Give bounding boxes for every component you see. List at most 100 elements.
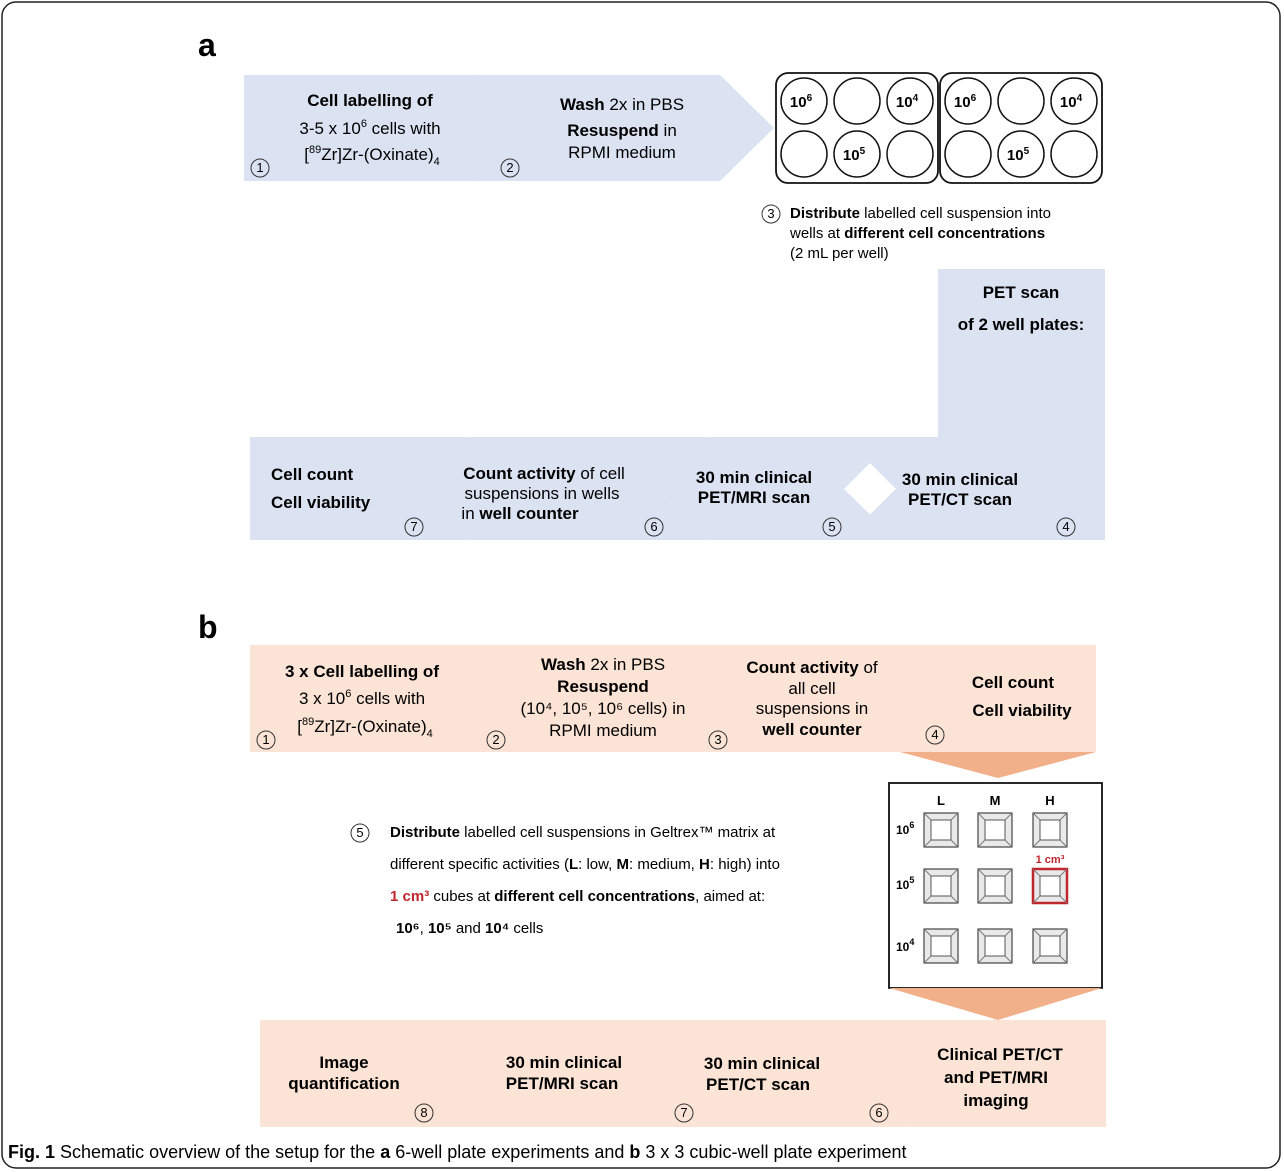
a-step4-line1: 30 min clinical — [902, 470, 1018, 489]
cube-cell-edge — [1059, 868, 1068, 877]
a-step7-number: 7 — [410, 519, 417, 534]
b-step1-line3: [89Zr]Zr-(Oxinate)4 — [297, 716, 433, 740]
cube-cell-edge — [923, 928, 932, 937]
well-label-1e5: 105 — [843, 146, 866, 164]
cube-cell-edge — [1004, 955, 1013, 964]
b-step1-number-circle — [256, 730, 276, 750]
a-step2-line3: RPMI medium — [568, 143, 676, 162]
b-step3-line1: Count activity of — [746, 658, 878, 677]
a-step2-line2: Resuspend in — [567, 121, 677, 140]
cube-cell-inner — [930, 819, 952, 841]
cube-cell-edge — [950, 895, 959, 904]
b-step4-number: 4 — [931, 727, 938, 742]
a-step3-number: 3 — [767, 206, 774, 221]
a-step4-number: 4 — [1062, 519, 1069, 534]
cube-cell-edge — [977, 868, 986, 877]
cube-cell-edge — [1004, 928, 1013, 937]
b-step2-number: 2 — [492, 732, 499, 747]
cube-cell-edge — [1032, 928, 1041, 937]
a-step6-line1: Count activity of cell — [463, 464, 625, 483]
a-step5-line1: 30 min clinical — [696, 468, 812, 487]
cube-cell-inner — [1039, 875, 1061, 897]
a-step7-line2: Cell viability — [271, 493, 371, 512]
a-step2-number: 2 — [506, 160, 513, 175]
grid-row-1e6: 106 — [896, 820, 914, 837]
a-step2-number-circle — [500, 158, 520, 178]
cube-cell-edge — [1032, 812, 1041, 821]
b-step3-line3: suspensions in — [756, 699, 868, 718]
a-step1-number: 1 — [256, 160, 263, 175]
a-step3-line1: Distribute labelled cell suspension into — [790, 205, 1051, 222]
cube-cell-edge — [950, 868, 959, 877]
cube-cell-edge — [1059, 895, 1068, 904]
grid-col-H: H — [1045, 793, 1054, 808]
b-step8-number-circle — [414, 1103, 434, 1123]
b-step7-arrow — [440, 1020, 690, 1127]
a-step6-line3: in well counter — [461, 504, 579, 523]
cube-cell-edge — [923, 839, 932, 848]
well-plate-right: 106 104 105 — [939, 72, 1103, 184]
cube-cell-edge — [923, 812, 932, 821]
a-step1-number-circle — [250, 158, 270, 178]
b-step5-number: 5 — [356, 825, 363, 840]
b-step1-line1: 3 x Cell labelling of — [285, 662, 439, 681]
a-step6-number-circle — [644, 517, 664, 537]
a-step6-arrow — [420, 437, 710, 540]
a-step4-line2: PET/CT scan — [908, 490, 1012, 509]
a-pet-header-line1: PET scan — [983, 283, 1060, 302]
a-step1-line2: 3-5 x 106 cells with — [299, 118, 440, 138]
cube-cell-inner — [984, 935, 1006, 957]
cube-cell-inner — [984, 875, 1006, 897]
b-step6-line2: PET/CT scan — [706, 1075, 810, 1094]
panel-a-label: a — [198, 27, 216, 63]
grid-row-1e5: 105 — [896, 875, 914, 892]
a-step5-arrow — [658, 437, 896, 540]
b-step8-number: 8 — [420, 1105, 427, 1120]
b-step6-arrow — [640, 1020, 910, 1127]
a-step2-arrow — [472, 75, 774, 181]
cube-cell-edge — [1004, 812, 1013, 821]
b-step3-number-circle — [708, 730, 728, 750]
a-step3-line3: (2 mL per well) — [790, 245, 889, 262]
cube-cell-edge — [950, 955, 959, 964]
a-step6-number: 6 — [650, 519, 657, 534]
b-step7-line2: PET/MRI scan — [506, 1074, 618, 1093]
b-step6-number: 6 — [875, 1105, 882, 1120]
cube-cell-edge — [1004, 895, 1013, 904]
cube-cell-edge — [977, 812, 986, 821]
b-step1-number: 1 — [262, 732, 269, 747]
a-pet-header-line2: of 2 well plates: — [958, 315, 1085, 334]
a-step2-line1: Wash 2x in PBS — [560, 95, 684, 114]
b-step1-line2: 3 x 106 cells with — [299, 688, 425, 708]
b-step8-line1: Image — [319, 1053, 368, 1072]
cube-cell-edge — [950, 839, 959, 848]
b-step2-arrow — [462, 645, 744, 752]
b-step8-line2: quantification — [288, 1074, 399, 1093]
b-step4-line1: Cell count — [972, 673, 1055, 692]
a-step3-line2: wells at different cell concentrations — [789, 225, 1045, 242]
cube-cell-inner — [930, 935, 952, 957]
b-step3-number: 3 — [714, 732, 721, 747]
well-label-1e5-b: 105 — [1007, 146, 1030, 164]
a-step5-number: 5 — [828, 519, 835, 534]
b-step5-line2: different specific activities (L: low, M… — [390, 856, 780, 873]
b-step7-line1: 30 min clinical — [506, 1053, 622, 1072]
cube-cell-edge — [1032, 839, 1041, 848]
cube-cell-inner — [1039, 935, 1061, 957]
cube-cell-edge — [923, 868, 932, 877]
well-plate-left: 106 104 105 — [775, 72, 939, 184]
cube-cell-edge — [1059, 812, 1068, 821]
cube-cell-edge — [950, 812, 959, 821]
b-step3-line4: well counter — [761, 720, 862, 739]
a-step5-line2: PET/MRI scan — [698, 488, 810, 507]
a-step7-arrow — [250, 437, 472, 540]
highlight-cube-label: 1 cm³ — [1036, 854, 1065, 866]
b-step7-number: 7 — [680, 1105, 687, 1120]
b-step3-arrow — [694, 645, 968, 752]
cube-cell-inner — [930, 875, 952, 897]
b-step6-number-circle — [869, 1103, 889, 1123]
cube-cell-edge — [977, 955, 986, 964]
b-funnel-bottom — [889, 988, 1102, 1020]
cube-cell-edge — [1032, 868, 1041, 877]
